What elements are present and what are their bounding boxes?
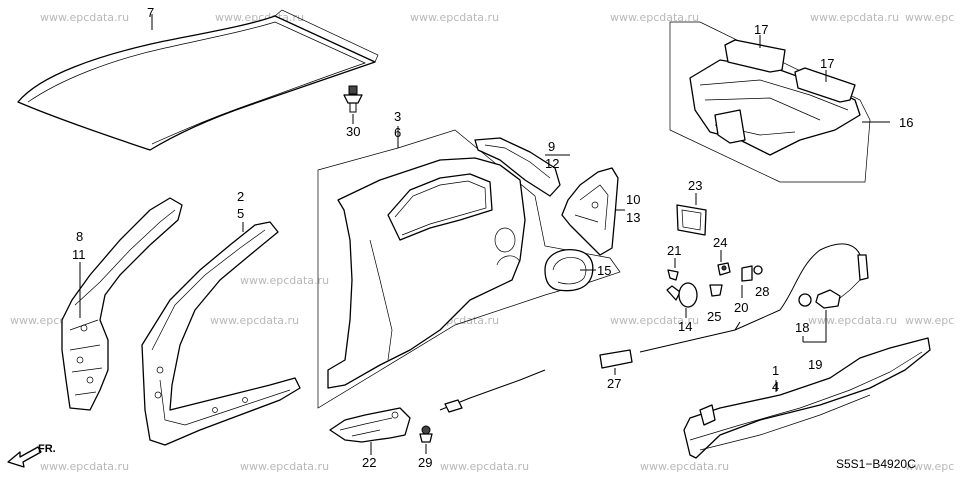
callout-4: 4 (772, 379, 779, 394)
callout-19: 19 (808, 357, 822, 372)
clip-fastener (343, 85, 363, 124)
watermark: www.epc (905, 11, 954, 24)
callout-3: 3 (394, 109, 401, 124)
callout-24: 24 (713, 235, 727, 250)
direction-label: FR. (38, 443, 56, 455)
inner-wheelhouse (561, 167, 625, 256)
callout-30: 30 (346, 124, 360, 139)
watermark: www.epcdata.ru (610, 314, 699, 327)
front-direction-indicator: FR. (7, 443, 56, 468)
watermark: www.epcdata.ru (210, 314, 299, 327)
callout-23: 23 (688, 178, 702, 193)
callout-29: 29 (418, 455, 432, 470)
callout-numbers: 7 30 3 6 9 12 10 13 15 2 5 8 11 17 17 16… (72, 5, 913, 470)
watermark: www.epc (905, 314, 954, 327)
callout-17a: 17 (754, 22, 768, 37)
pocket-cover (676, 193, 707, 236)
fuel-opener-cable (639, 243, 869, 353)
fuel-lid-housing (544, 249, 596, 292)
watermark: www.epcdata.ru (240, 460, 329, 473)
callout-12: 12 (545, 156, 559, 171)
callout-20: 20 (734, 300, 748, 315)
callout-13: 13 (626, 210, 640, 225)
direction-arrow-icon (7, 446, 42, 468)
watermark: www.epcdata.ru (440, 460, 529, 473)
roof-panel (17, 9, 379, 151)
callout-10: 10 (626, 192, 640, 207)
front-pillar-frame (141, 221, 301, 446)
callout-7: 7 (147, 5, 154, 20)
outer-side-panel (317, 126, 621, 409)
callout-2: 2 (237, 189, 244, 204)
callout-8: 8 (76, 229, 83, 244)
callout-16: 16 (899, 115, 913, 130)
inner-pillar (61, 197, 183, 411)
watermark: www.epcdata.ru (40, 11, 129, 24)
watermark: www.epcdata.ru (808, 314, 897, 327)
diagram-code: S5S1−B4920C (836, 457, 916, 471)
watermark: www.epcdata.ru (610, 11, 699, 24)
watermark: www.epc (905, 460, 954, 473)
watermark: www.epcdata.ru (410, 11, 499, 24)
label-pad (599, 349, 633, 375)
callout-15: 15 (597, 263, 611, 278)
callout-22: 22 (362, 455, 376, 470)
callout-17b: 17 (820, 56, 834, 71)
callout-25: 25 (707, 309, 721, 324)
callout-5: 5 (237, 206, 244, 221)
callout-18: 18 (795, 320, 809, 335)
callout-27: 27 (607, 376, 621, 391)
callout-14: 14 (678, 319, 692, 334)
watermark: www.epcdata.ru (240, 274, 329, 287)
callout-28: 28 (755, 284, 769, 299)
callout-21: 21 (667, 243, 681, 258)
callout-11: 11 (72, 247, 86, 262)
fuel-lid (666, 282, 698, 318)
watermark: www.epcdata.ru (640, 460, 729, 473)
rear-floor-assembly (669, 21, 890, 183)
fasteners (667, 250, 763, 298)
upper-rail (474, 137, 570, 197)
callout-6: 6 (394, 125, 401, 140)
watermark: www.epcdata.ru (810, 11, 899, 24)
bolt-and-cable (419, 369, 546, 454)
lower-bracket (329, 407, 411, 455)
side-sill (683, 337, 931, 459)
watermark: www.epcdata.ru (40, 460, 129, 473)
callout-9: 9 (548, 139, 555, 154)
callout-1: 1 (772, 363, 779, 378)
